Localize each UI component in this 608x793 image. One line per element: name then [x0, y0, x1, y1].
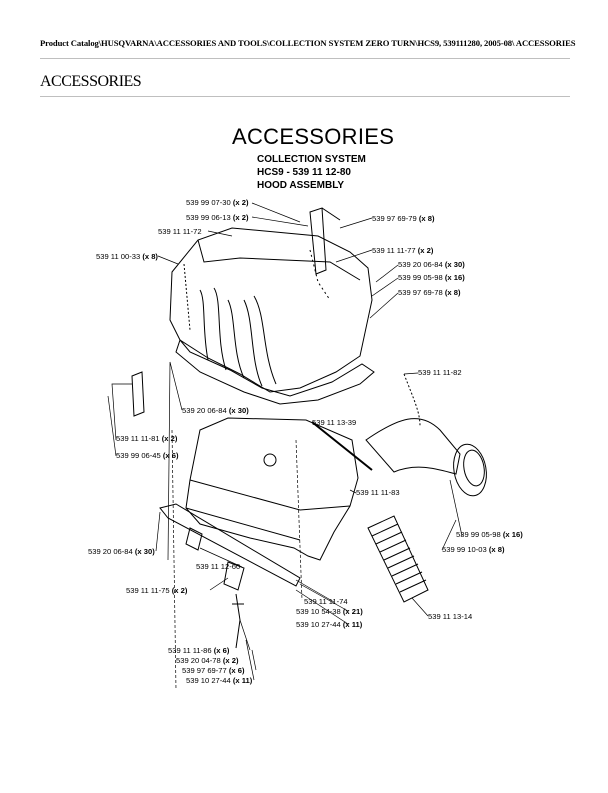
part-label: 539 11 11-86 (x 6) [168, 646, 230, 655]
part-label: 539 11 13-14 [428, 612, 473, 621]
section-divider [40, 96, 570, 97]
part-label: 539 10 27-44 (x 11) [186, 676, 253, 685]
hardware-drawing [232, 593, 244, 649]
flex-hose-drawing [367, 515, 429, 603]
part-label: 539 99 07-30 (x 2) [186, 198, 249, 207]
part-label: 539 11 11-72 [158, 227, 202, 236]
part-label: 539 11 11-82 [418, 368, 462, 377]
part-label: 539 20 06-84 (x 30) [182, 406, 249, 415]
part-label: 539 99 10-03 (x 8) [442, 545, 505, 554]
part-label: 539 11 11-81 (x 2) [116, 434, 178, 443]
bottom-rail-drawing [159, 503, 301, 591]
part-label: 539 99 05-98 (x 16) [398, 273, 465, 282]
part-label: 539 99 06-45 (x 6) [116, 451, 179, 460]
breadcrumb: Product Catalog\HUSQVARNA\ACCESSORIES AN… [40, 38, 576, 48]
part-label: 539 11 11-75 (x 2) [126, 586, 188, 595]
part-label: 539 97 69-77 (x 6) [182, 666, 245, 675]
diagram-title: ACCESSORIES [232, 124, 395, 149]
part-label: 539 20 06-84 (x 30) [88, 547, 155, 556]
part-label: 539 11 13-39 [312, 418, 357, 427]
part-label: 539 10 54-38 (x 21) [296, 607, 363, 616]
part-label: 539 10 27-44 (x 11) [296, 620, 363, 629]
part-label: 539 11 11-74 [304, 597, 348, 606]
part-label: 539 11 00-33 (x 8) [96, 252, 158, 261]
part-label: 539 11 12-60 [196, 562, 241, 571]
diagram-subtitle-3: HOOD ASSEMBLY [257, 180, 345, 191]
part-label: 539 11 11-83 [356, 488, 400, 497]
hood-assembly-drawing [169, 227, 375, 405]
part-label: 539 20 06-84 (x 30) [398, 260, 465, 269]
diagram-subtitle-1: COLLECTION SYSTEM [257, 154, 366, 165]
leader-lines [107, 202, 463, 691]
chute-tube-drawing [365, 373, 487, 497]
strip-drawing [311, 421, 373, 471]
part-label: 539 20 04-78 (x 2) [176, 656, 239, 665]
section-title: ACCESSORIES [40, 73, 142, 90]
part-label: 539 99 05-98 (x 16) [456, 530, 523, 539]
bracket-top-drawing [309, 207, 341, 275]
part-label: 539 99 06-13 (x 2) [186, 213, 249, 222]
part-label: 539 97 69-79 (x 8) [372, 214, 435, 223]
part-label: 539 97 69-78 (x 8) [398, 288, 461, 297]
part-label: 539 11 11-77 (x 2) [372, 246, 434, 255]
header-divider [40, 58, 570, 59]
side-bracket-drawing [131, 371, 145, 417]
diagram-subtitle-2: HCS9 - 539 11 12-80 [257, 167, 351, 178]
